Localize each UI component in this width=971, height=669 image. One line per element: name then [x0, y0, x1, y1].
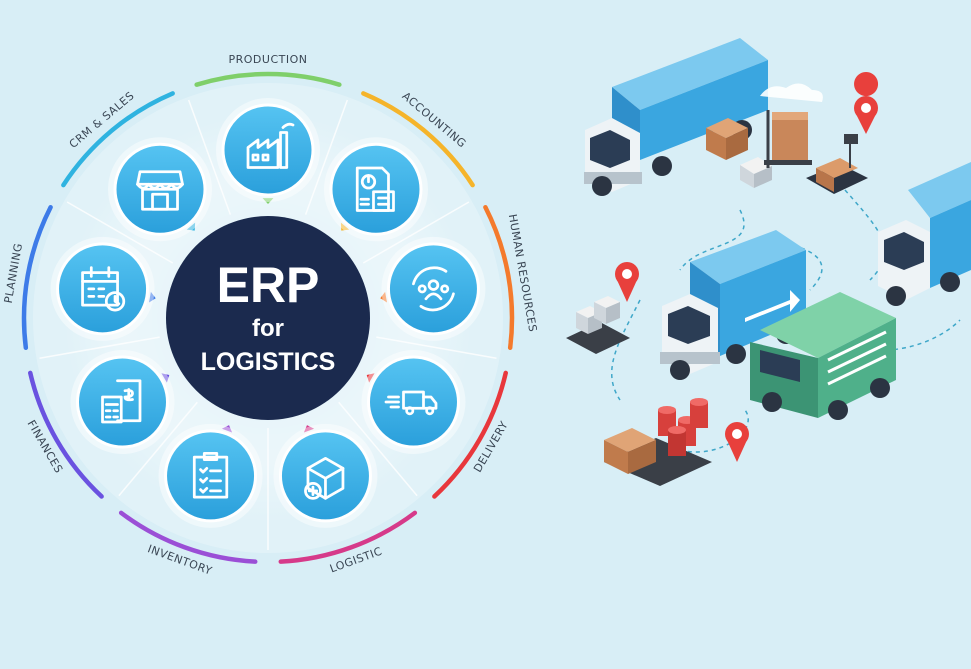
wheel-divider [118, 401, 198, 497]
module-node-circle [221, 103, 315, 197]
module-pointer [186, 222, 196, 231]
wheel-dividers [39, 99, 497, 550]
location-pin-left [615, 262, 639, 302]
module-label: PLANNING [2, 242, 25, 304]
delivery-truck-icon [384, 390, 438, 416]
hand-truck-with-boxes [764, 110, 812, 168]
wheel-divider [376, 336, 497, 360]
module-arc [28, 370, 104, 499]
calendar-clock-icon [81, 266, 126, 312]
module-arc [483, 204, 515, 350]
module-arc [194, 71, 342, 87]
module-node [108, 137, 213, 242]
team-cycle-icon [412, 266, 455, 312]
wheel-divider [362, 201, 470, 264]
module-arc [278, 510, 418, 564]
wheel-divider [187, 99, 232, 215]
truck-top [584, 38, 768, 196]
module-pointer [303, 425, 315, 433]
truck-right-edge [878, 162, 971, 306]
hub-subtitle-logistics: LOGISTICS [201, 348, 336, 376]
module-arc [61, 91, 175, 188]
report-calculator-icon [355, 166, 395, 212]
module-pointer [366, 373, 375, 383]
storefront-icon [136, 170, 184, 211]
pallet-boxes-barrels [604, 398, 712, 486]
logistics-scene [566, 38, 971, 486]
module-node-circle [164, 429, 258, 523]
module-label: PRODUCTION [229, 53, 308, 66]
module-node [381, 236, 486, 341]
module-pointer [148, 291, 156, 303]
invoice-calculator-icon [101, 379, 142, 424]
module-pointer [221, 425, 233, 433]
red-barrels [658, 398, 708, 456]
module-node [273, 423, 378, 528]
clipboard-checklist-icon [192, 451, 229, 499]
module-node-circle [278, 429, 372, 523]
module-arc [118, 510, 258, 564]
module-node-circle [329, 142, 423, 236]
module-node [323, 137, 428, 242]
location-pin-top-right [854, 72, 879, 134]
module-node-circle [366, 355, 460, 449]
cargo-boxes-top [706, 118, 772, 188]
module-node [361, 350, 466, 454]
wheel-divider [66, 201, 174, 264]
module-arc [21, 204, 53, 350]
wheel-pointers [148, 198, 388, 433]
module-pointer [380, 291, 388, 303]
wheel-module-icons [50, 98, 486, 528]
cloud-shape [760, 83, 823, 102]
package-add-icon [304, 456, 345, 500]
module-node [158, 423, 263, 528]
erp-hub-circle [166, 216, 370, 420]
module-arc [432, 370, 508, 499]
factory-icon [246, 122, 295, 169]
delivery-van-green [750, 292, 896, 420]
wheel-divider [39, 336, 160, 360]
hub-title: ERP [217, 257, 320, 313]
module-pointer [340, 222, 350, 231]
scale-with-box [806, 134, 868, 194]
module-pointer [262, 198, 274, 204]
module-pointer [161, 373, 170, 383]
wheel-colored-arcs [21, 71, 515, 564]
module-node [50, 236, 155, 341]
module-label: LOGISTIC [328, 544, 384, 575]
module-node [216, 98, 320, 202]
wheel-divider [338, 401, 418, 497]
hub-subtitle-for: for [252, 315, 284, 342]
wheel-divider [304, 99, 349, 215]
pallet-boxes-left [566, 296, 630, 354]
module-node [70, 350, 175, 454]
location-pin-bottom [725, 422, 749, 462]
module-arc [361, 91, 475, 188]
